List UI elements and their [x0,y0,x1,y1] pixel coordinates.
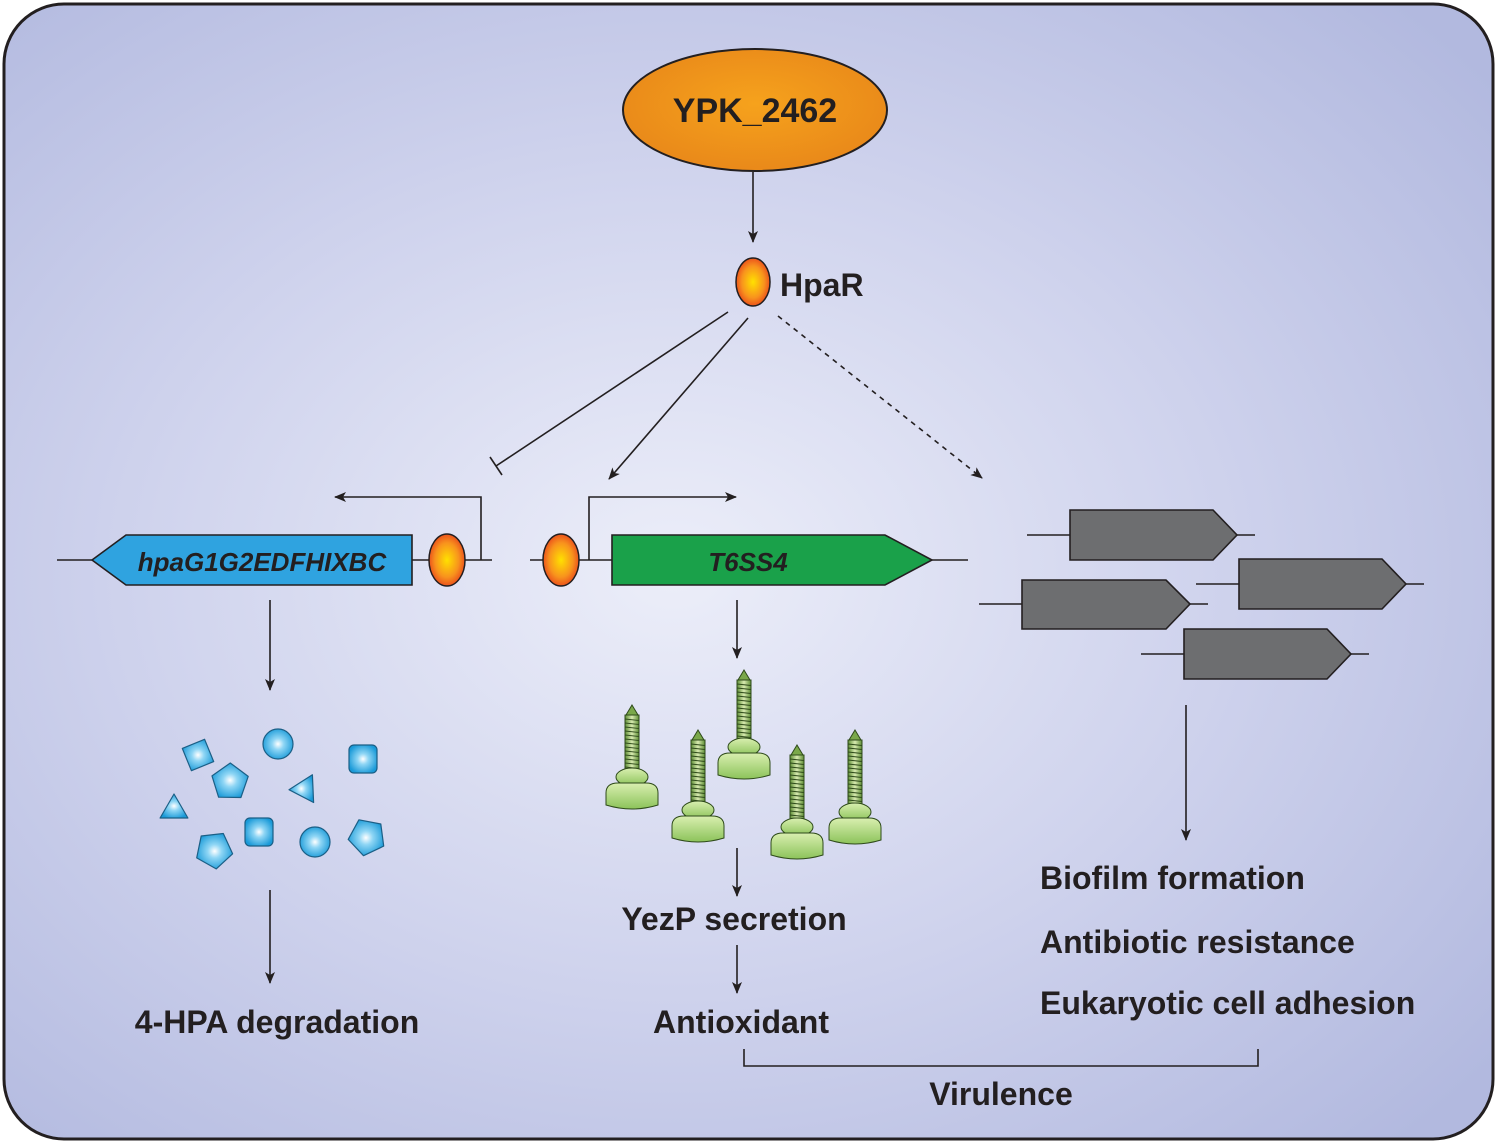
syringe-2 [671,729,725,843]
t6ss4-operon: T6SS4 [530,492,968,587]
t6ss4-gene-label: T6SS4 [708,547,788,577]
hpa-molecule-5 [288,774,315,804]
syringe-4 [770,744,824,860]
hpar-node: HpaR [735,257,864,307]
virulence-bracket [743,1049,1259,1067]
t6ss-syringes [605,669,882,860]
hpa-molecule-3 [348,744,378,774]
mid-binding-bead [542,533,580,587]
hpar-bead [735,257,771,307]
hpa-molecule-7 [244,817,274,847]
hpa-molecule-8 [196,832,234,870]
t6ss4-gene-arrow [611,534,934,586]
left-promoter-arrow [334,492,482,560]
hpa-gene-arrow [90,534,413,586]
left-binding-bead [428,533,466,587]
other-genes-cluster [979,509,1424,680]
antioxidant-label: Antioxidant [653,1004,829,1040]
hpa-molecule-10 [347,819,385,857]
biofilm-label: Biofilm formation [1040,860,1305,896]
gray-gene-2 [979,579,1208,630]
regulator-node: YPK_2462 [622,48,888,172]
gray-gene-4 [1141,628,1369,680]
indirect-arrow [777,315,983,479]
syringe-3 [717,669,771,780]
hpa-molecule-1 [181,738,215,772]
mid-promoter-arrow [588,492,737,560]
regulator-oval [622,48,888,172]
hpa-operon: hpaG1G2EDFHIXBC [57,492,492,587]
activation-arrow [608,317,749,480]
syringe-1 [605,704,659,810]
hpar-label: HpaR [780,267,864,303]
hpa-molecule-4 [211,762,249,799]
hpa-molecules [159,728,385,870]
antibiotic-label: Antibiotic resistance [1040,924,1355,960]
syringe-5 [828,729,882,845]
gray-gene-3 [1196,558,1424,610]
gray-gene-1 [1027,509,1255,561]
hpa-molecule-6 [159,793,189,819]
hpa-molecule-9 [299,826,331,858]
repression-bar [489,456,503,476]
hpa-molecule-2 [262,728,294,760]
secretion-label: YezP secretion [621,901,846,937]
repression-line [495,311,729,467]
virulence-label: Virulence [929,1076,1072,1112]
hpa-gene-label: hpaG1G2EDFHIXBC [138,547,388,577]
regulator-label: YPK_2462 [673,92,837,130]
degradation-label: 4-HPA degradation [135,1004,419,1040]
adhesion-label: Eukaryotic cell adhesion [1040,985,1415,1021]
